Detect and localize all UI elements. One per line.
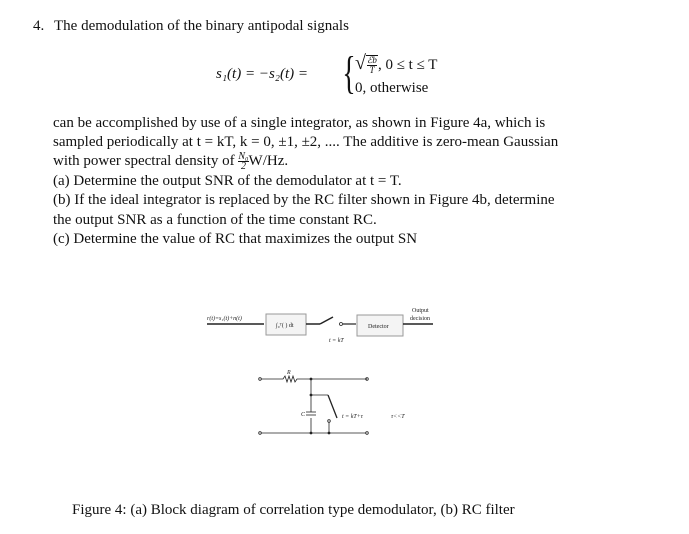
capacitor-label: C [301, 412, 306, 418]
sample-switch [327, 394, 338, 419]
detector-block [356, 314, 404, 337]
text-line: can be accomplished by use of a single i… [53, 115, 546, 131]
text-line: the output SNR as a function of the time… [53, 212, 377, 228]
text-line: (c) Determine the value of RC that maxim… [53, 231, 418, 247]
switch [319, 316, 334, 325]
problem-number: 4. [33, 18, 45, 34]
output-label: Output [412, 308, 429, 314]
block-diagram: r(t)=s₁(t)+n(t) ∫₀ᵀ( ) dt Detector t = k… [207, 308, 433, 344]
detector-label: Detector [368, 324, 389, 330]
condition-label: τ<<T [391, 414, 405, 420]
problem-intro: The demodulation of the binary antipodal… [54, 18, 349, 34]
text-line: (b) If the ideal integrator is replaced … [53, 192, 555, 208]
switch-label: t = kT [329, 338, 344, 344]
resistor-label: R [286, 370, 291, 376]
output-label-2: decision [410, 316, 430, 322]
resistor [261, 374, 367, 384]
figure-caption: Figure 4: (a) Block diagram of correlati… [72, 502, 515, 518]
equation-lhs: s₁(t) = −s₂(t) = [216, 66, 309, 82]
text-line: (a) Determine the output SNR of the demo… [53, 173, 402, 189]
switch-label: t = kT+τ [342, 414, 364, 420]
integrator-label: ∫₀ᵀ( ) dt [275, 322, 294, 329]
rc-filter: R C t = kT+τ τ<<T [258, 370, 405, 435]
equation-case-2: 0, otherwise [355, 80, 429, 96]
input-label: r(t)=s₁(t)+n(t) [207, 315, 242, 322]
brace: { [342, 47, 356, 98]
text-line: sampled periodically at t = kT, k = 0, ±… [53, 134, 559, 150]
